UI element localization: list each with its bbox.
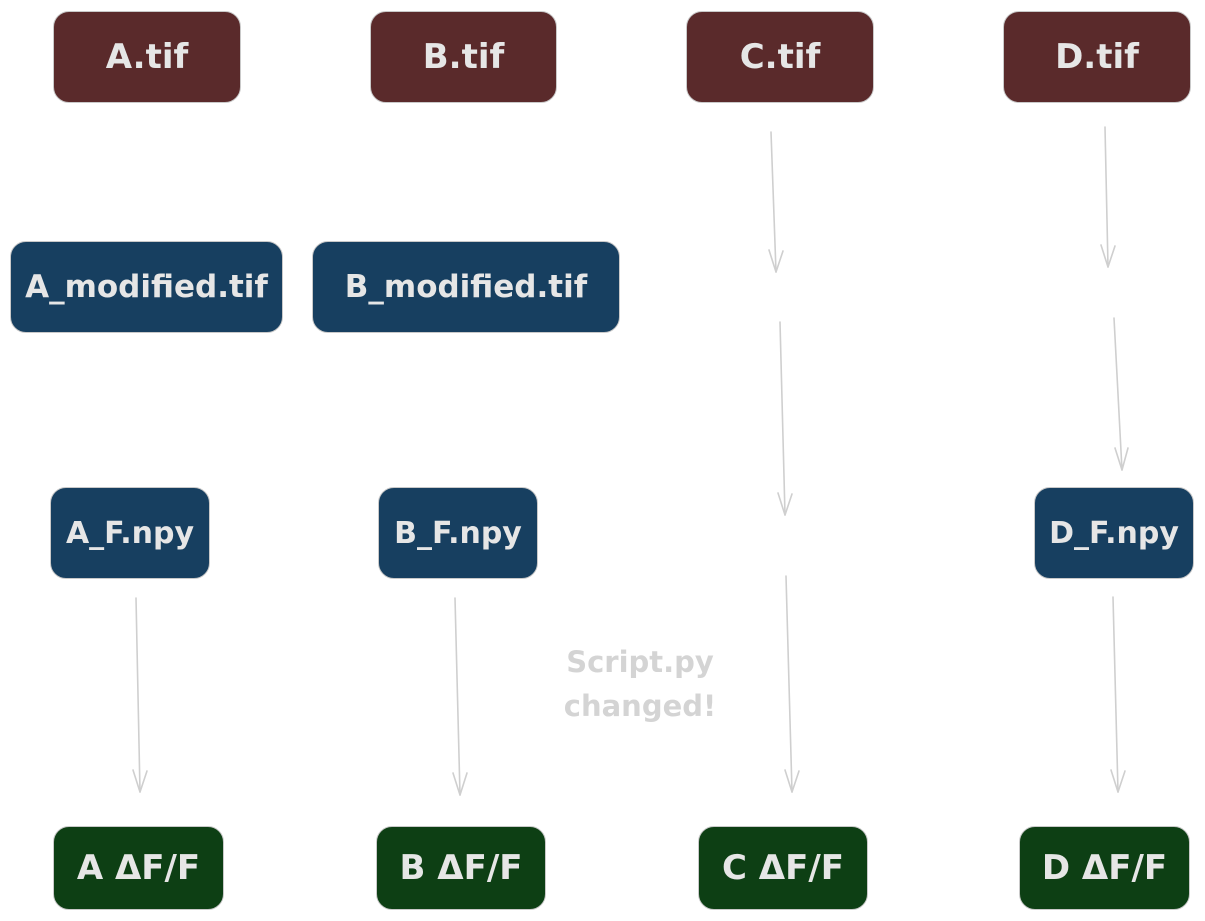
arrow-a-npy-to-a-dff xyxy=(132,597,148,793)
node-b-dff: B ΔF/F xyxy=(376,826,546,910)
note-line-2: changed! xyxy=(563,689,717,723)
node-b-f-npy: B_F.npy xyxy=(378,487,538,579)
node-a-tif: A.tif xyxy=(53,11,241,103)
arrow-b-npy-to-b-dff xyxy=(452,597,468,796)
arrow-c-step1-to-c-step2 xyxy=(777,321,793,516)
arrow-d-step1-to-d-npy xyxy=(1113,317,1129,471)
node-b-modified-tif: B_modified.tif xyxy=(312,241,620,333)
arrow-c-step2-to-c-dff xyxy=(784,575,800,793)
node-a-f-npy: A_F.npy xyxy=(50,487,210,579)
node-a-modified-tif: A_modified.tif xyxy=(10,241,283,333)
node-d-tif: D.tif xyxy=(1003,11,1191,103)
script-changed-note: Script.py changed! xyxy=(540,640,740,728)
node-b-tif: B.tif xyxy=(370,11,557,103)
node-c-tif: C.tif xyxy=(686,11,874,103)
note-line-1: Script.py xyxy=(566,645,714,679)
node-a-dff: A ΔF/F xyxy=(53,826,224,910)
arrow-d-npy-to-d-dff xyxy=(1110,596,1126,793)
arrow-c-tif-to-c-step1 xyxy=(768,131,784,273)
node-c-dff: C ΔF/F xyxy=(698,826,868,910)
node-d-dff: D ΔF/F xyxy=(1019,826,1190,910)
node-d-f-npy: D_F.npy xyxy=(1034,487,1194,579)
arrow-d-tif-to-d-step1 xyxy=(1100,126,1116,268)
